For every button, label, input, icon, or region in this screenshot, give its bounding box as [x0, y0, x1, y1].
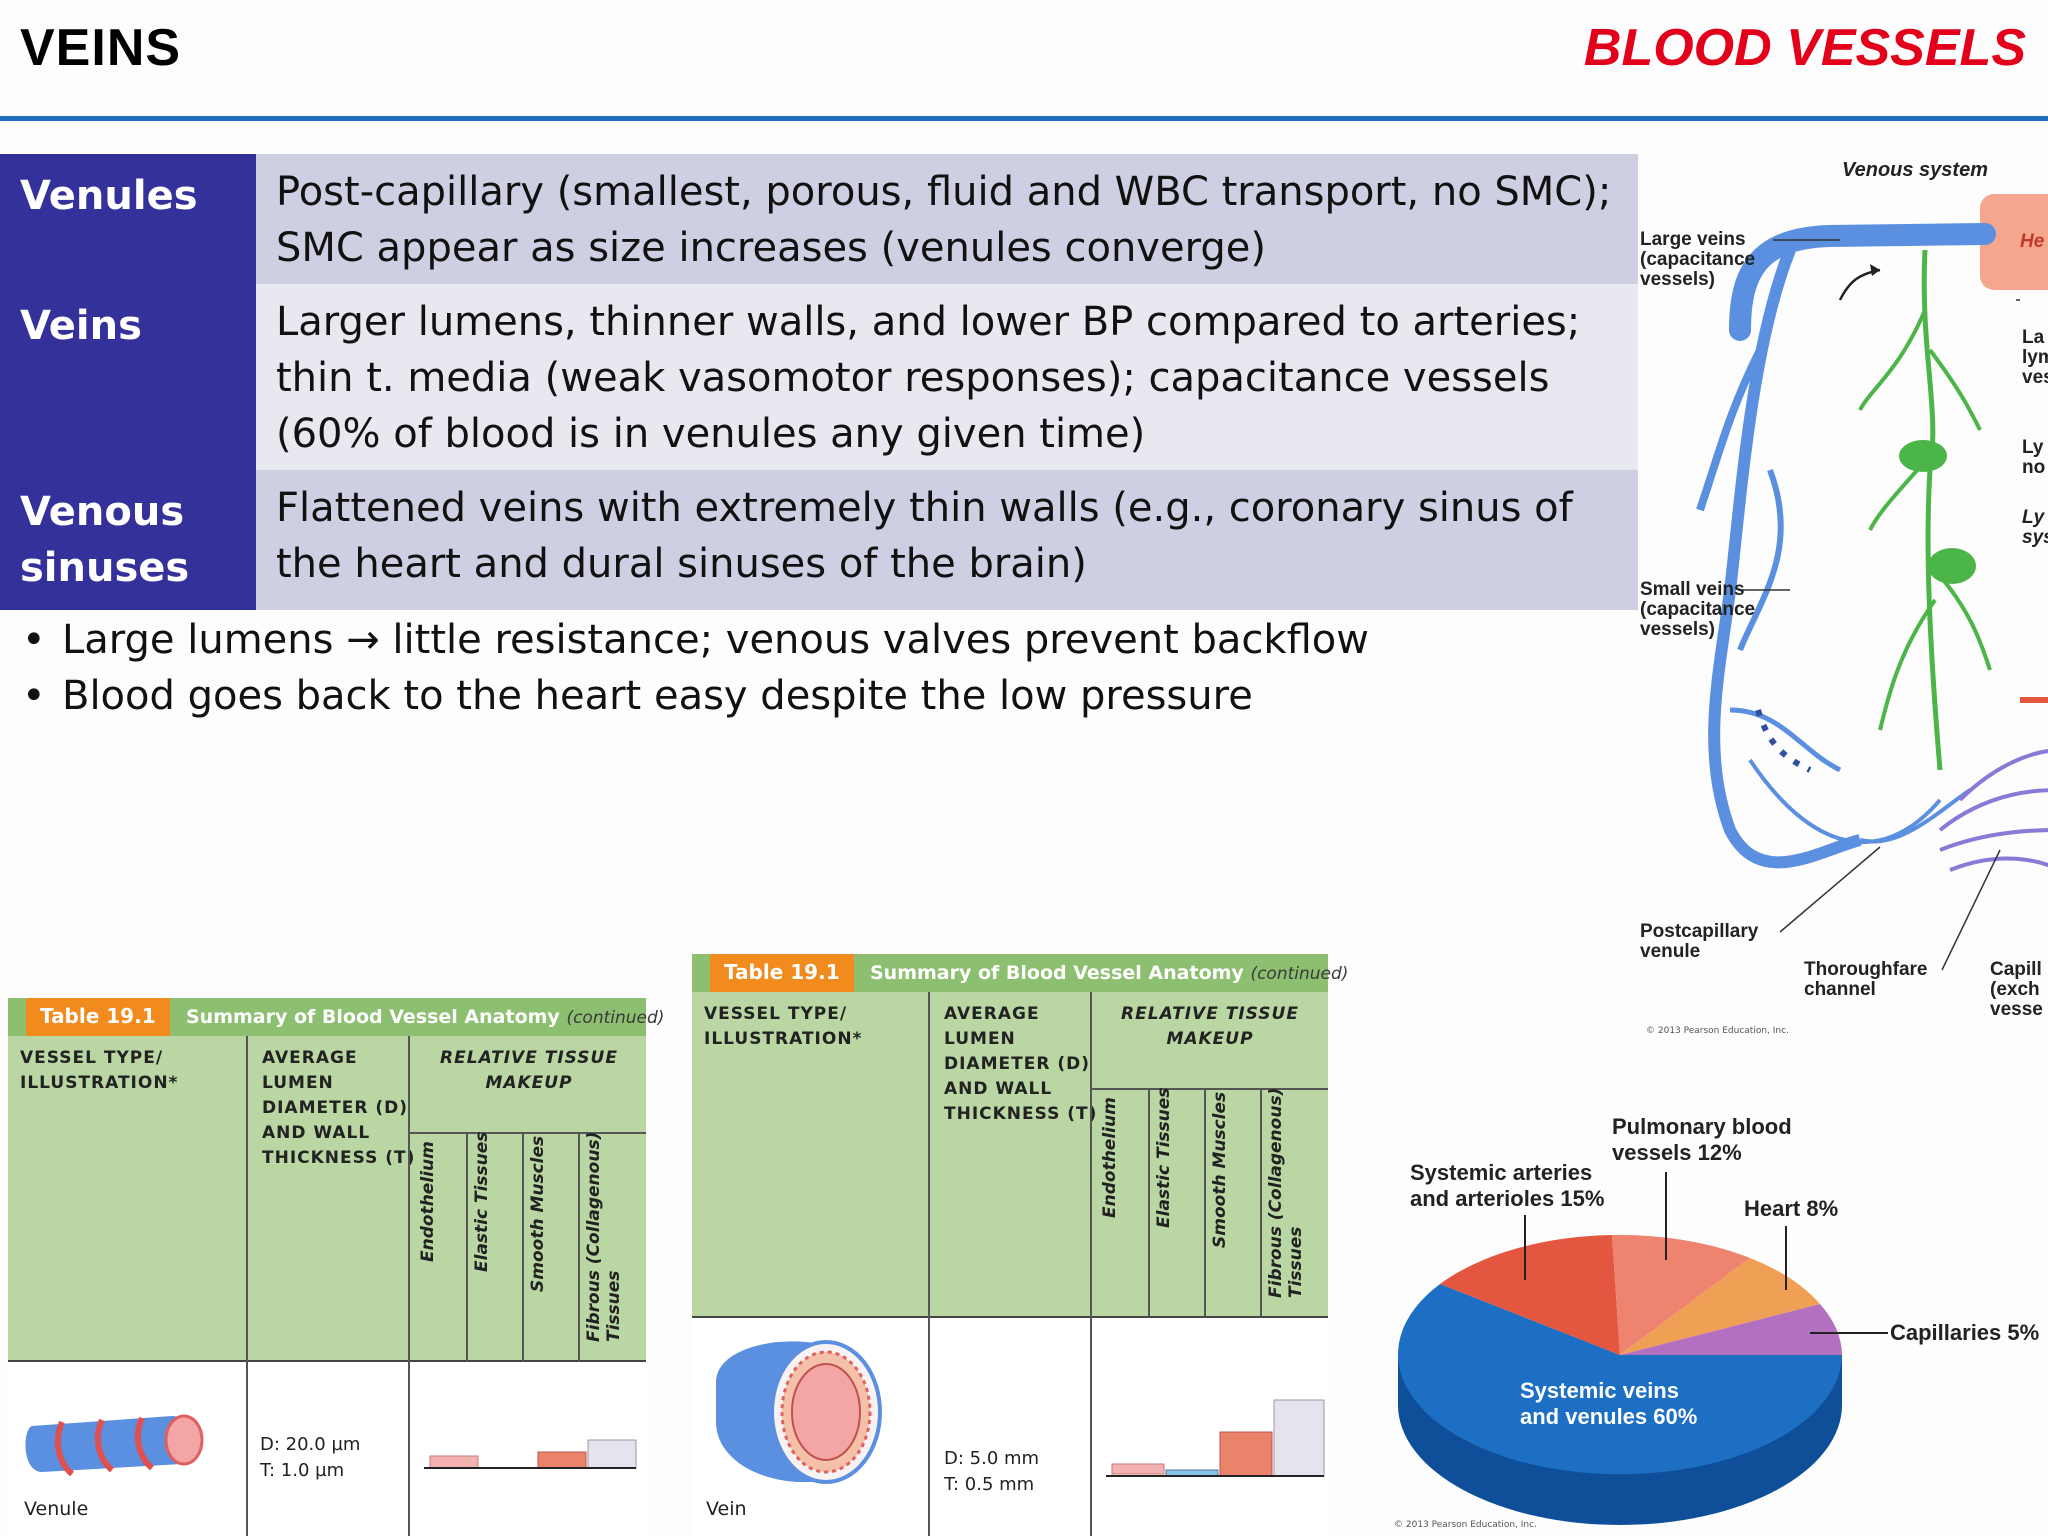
label-lymphatic-vessels: La lym ves: [2022, 327, 2048, 388]
label-systemic-veins: Systemic veins and venules 60%: [1520, 1378, 1698, 1429]
lymph-node: [1899, 440, 1947, 472]
table-19-1-venule: Table 19.1 Summary of Blood Vessel Anato…: [8, 998, 664, 1536]
table-header-bar: Table 19.1 Summary of Blood Vessel Anato…: [8, 998, 664, 1036]
vessel-name: Vein: [706, 1498, 747, 1520]
table-19-1-vein: Table 19.1 Summary of Blood Vessel Anato…: [692, 954, 1348, 1536]
label-thoroughfare-channel: Thoroughfare channel: [1804, 959, 1928, 1000]
col-diameter: AVERAGE LUMEN DIAMETER (D) AND WALL THIC…: [944, 1004, 1098, 1124]
thickness-value: T: 1.0 µm: [260, 1460, 345, 1481]
bar-smooth-muscle: [1219, 1431, 1273, 1477]
lymphatic-vessel: [1921, 249, 1943, 771]
definition-term: Venous sinuses: [0, 470, 256, 610]
tissue-elastic: Elastic Tissues: [1154, 1087, 1174, 1228]
table-title: Summary of Blood Vessel Anatomy (continu…: [870, 962, 1348, 984]
blood-distribution-pie: Systemic arteries and arterioles 15% Pul…: [1370, 1100, 2048, 1536]
slice-systemic-veins: [1398, 1284, 1842, 1475]
col-diameter: AVERAGE LUMEN DIAMETER (D) AND WALL THIC…: [262, 1048, 416, 1168]
header-divider: [0, 116, 2048, 121]
pie-chart: [1398, 1172, 1888, 1525]
vessel-name: Venule: [24, 1498, 89, 1520]
table-header-bar: Table 19.1 Summary of Blood Vessel Anato…: [692, 954, 1348, 992]
label-lymph-nodes: Ly no: [2022, 437, 2046, 478]
heart-shape: [1980, 194, 2048, 290]
definition-description: Post-capillary (smallest, porous, fluid …: [256, 154, 1638, 284]
definition-description: Larger lumens, thinner walls, and lower …: [256, 284, 1638, 470]
table-title-text: Summary of Blood Vessel Anatomy: [870, 962, 1244, 984]
tissue-smooth-muscle: Smooth Muscles: [528, 1135, 548, 1292]
thickness-value: T: 0.5 mm: [944, 1474, 1035, 1495]
venule-illustration: [25, 1414, 204, 1477]
label-systemic-arteries: Systemic arteries and arterioles 15%: [1410, 1160, 1605, 1211]
section-title: BLOOD VESSELS: [1583, 19, 2026, 77]
label-postcapillary-venule: Postcapillary venule: [1640, 921, 1759, 962]
label-capillaries: Capillaries 5%: [1890, 1320, 2040, 1345]
vein-trunk: [1708, 247, 1862, 869]
venous-system-illustration: [1696, 194, 2048, 971]
bar-endothelium: [1111, 1463, 1165, 1475]
definition-description: Flattened veins with extremely thin wall…: [256, 470, 1638, 610]
diameter-value: D: 20.0 µm: [260, 1434, 361, 1455]
table-title: Summary of Blood Vessel Anatomy (continu…: [186, 1006, 664, 1028]
definition-row-venules: Venules Post-capillary (smallest, porous…: [0, 154, 1638, 284]
label-pulmonary: Pulmonary blood vessels 12%: [1612, 1114, 1792, 1165]
col-vessel-type: VESSEL TYPE/ ILLUSTRATION*: [20, 1048, 179, 1093]
bullet-list: Large lumens → little resistance; venous…: [22, 612, 1369, 724]
bullet-item: Large lumens → little resistance; venous…: [22, 612, 1369, 668]
col-tissue-makeup: RELATIVE TISSUE MAKEUP: [440, 1048, 618, 1093]
definition-row-venous-sinuses: Venous sinuses Flattened veins with extr…: [0, 470, 1638, 610]
lymph-node: [1928, 548, 1976, 584]
table-tag: Table 19.1: [26, 998, 170, 1036]
tissue-endothelium: Endothelium: [418, 1141, 438, 1262]
label-small-veins: Small veins (capacitance vessels): [1640, 579, 1756, 640]
slide-title: VEINS: [20, 19, 182, 77]
label-capillaries: Capill (exch vesse: [1990, 959, 2043, 1020]
venous-system-diagram: Venous system Large veins (capacitance v…: [1640, 150, 2048, 1050]
table-title-text: Summary of Blood Vessel Anatomy: [186, 1006, 560, 1028]
definitions-table: Venules Post-capillary (smallest, porous…: [0, 154, 1638, 610]
diagram-copyright: © 2013 Pearson Education, Inc.: [1646, 1026, 1789, 1036]
slice-pulmonary: [1612, 1234, 1750, 1355]
bar-fibrous: [587, 1439, 637, 1469]
slice-systemic-arteries: [1440, 1235, 1620, 1355]
pie-copyright: © 2013 Pearson Education, Inc.: [1394, 1520, 1537, 1530]
bar-smooth-muscle: [537, 1451, 587, 1469]
slice-heart: [1620, 1258, 1820, 1355]
col-tissue-makeup: RELATIVE TISSUE MAKEUP: [1121, 1004, 1299, 1049]
table-tag: Table 19.1: [710, 954, 854, 992]
col-vessel-type: VESSEL TYPE/ ILLUSTRATION*: [704, 1004, 863, 1049]
diameter-value: D: 5.0 mm: [944, 1448, 1040, 1469]
tissue-fibrous: Fibrous (Collagenous) Tissues: [584, 1131, 624, 1342]
definition-term: Veins: [0, 284, 256, 470]
label-heart: He: [2020, 231, 2045, 252]
tissue-smooth-muscle: Smooth Muscles: [1210, 1091, 1230, 1248]
label-heart: Heart 8%: [1744, 1196, 1839, 1221]
tissue-bars: [1106, 1399, 1325, 1477]
definition-term: Venules: [0, 154, 256, 284]
table-continued: (continued): [566, 1008, 665, 1028]
label-lymphatic-system: Ly sys: [2022, 507, 2048, 548]
tissue-elastic: Elastic Tissues: [472, 1131, 492, 1272]
tissue-bars: [424, 1439, 637, 1469]
label-large-veins: Large veins (capacitance vessels): [1640, 229, 1756, 290]
table-continued: (continued): [1250, 964, 1349, 984]
tissue-fibrous: Fibrous (Collagenous) Tissues: [1266, 1087, 1306, 1298]
table-columns: VESSEL TYPE/ ILLUSTRATION* AVERAGE LUMEN…: [8, 1036, 646, 1362]
diagram-title: Venous system: [1842, 159, 1988, 181]
tissue-endothelium: Endothelium: [1100, 1097, 1120, 1218]
definition-row-veins: Veins Larger lumens, thinner walls, and …: [0, 284, 1638, 470]
bullet-item: Blood goes back to the heart easy despit…: [22, 668, 1369, 724]
slice-capillaries: [1620, 1304, 1842, 1355]
table-columns: VESSEL TYPE/ ILLUSTRATION* AVERAGE LUMEN…: [692, 992, 1328, 1318]
table-row-vein: Vein D: 5.0 mm T: 0.5 mm: [692, 1318, 1328, 1536]
bar-fibrous: [1273, 1399, 1325, 1477]
large-vein: [1729, 223, 1996, 341]
table-row-venule: Venule D: 20.0 µm T: 1.0 µm: [8, 1362, 646, 1536]
bar-endothelium: [429, 1455, 479, 1469]
vein-illustration: [716, 1340, 882, 1484]
